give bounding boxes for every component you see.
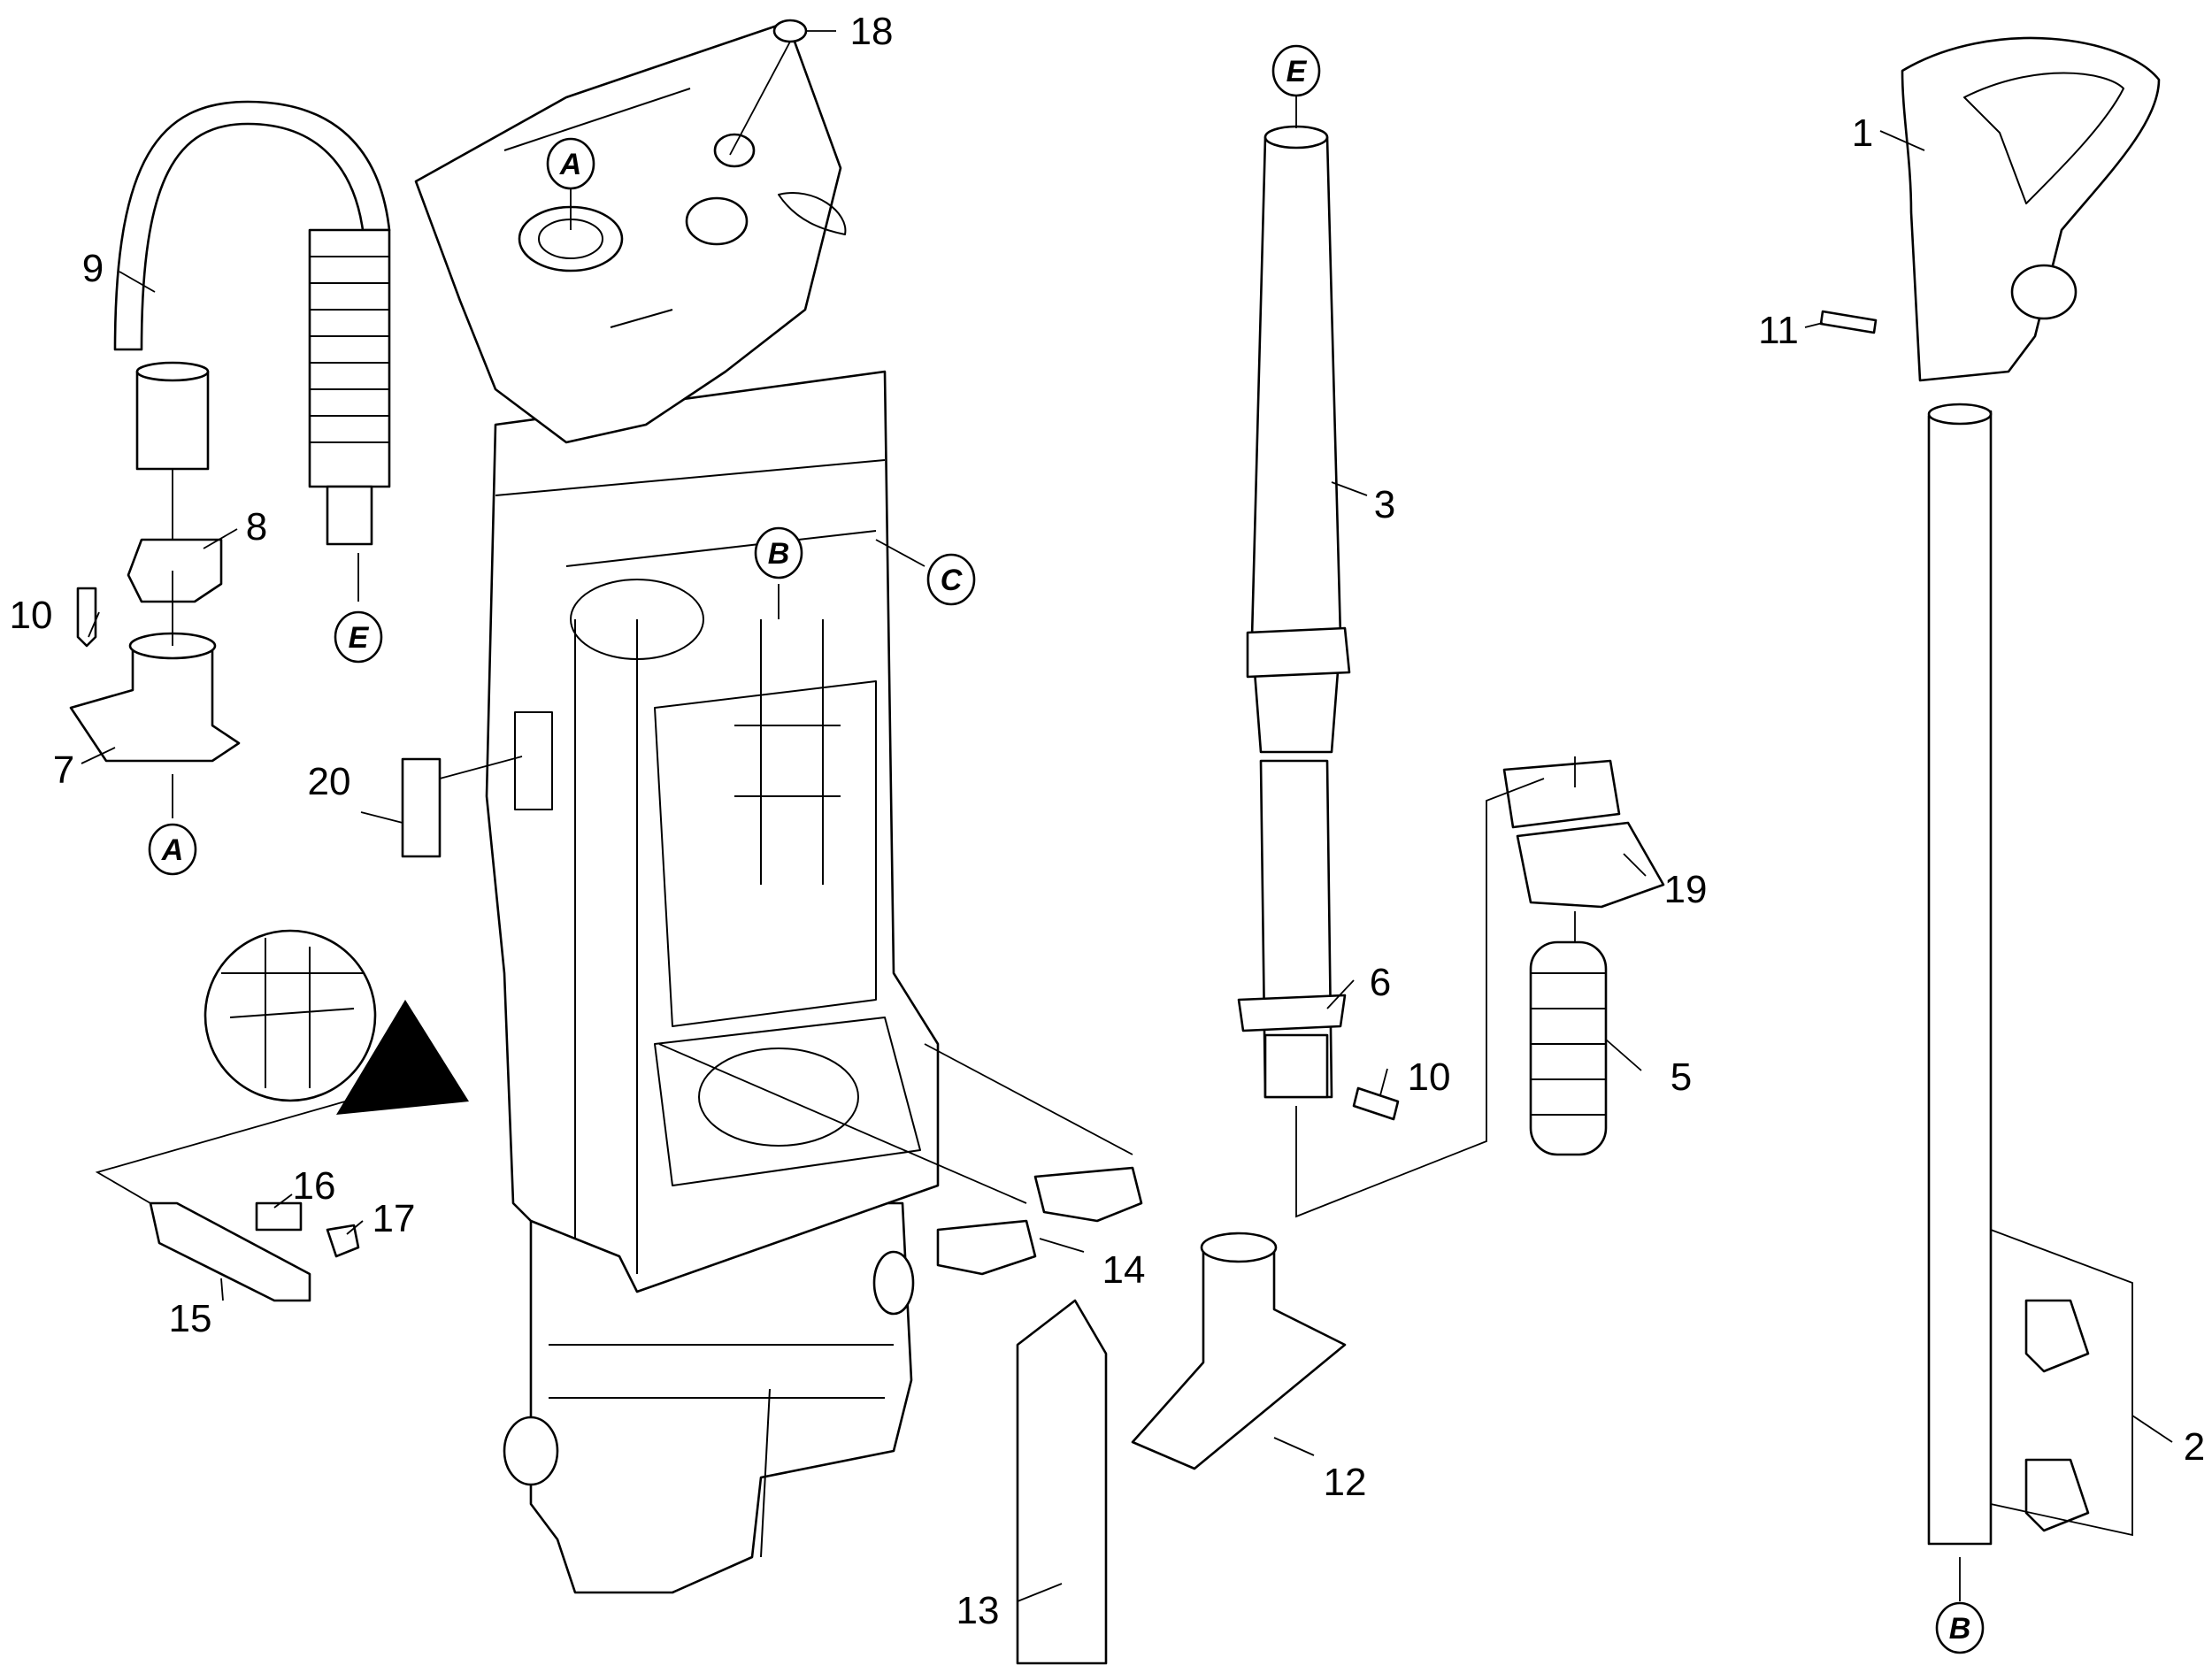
callout-10-left: 10: [10, 594, 53, 637]
hose-9: [113, 100, 391, 546]
callout-20: 20: [308, 760, 351, 803]
callout-18: 18: [850, 10, 894, 53]
floor-nozzle-12: [1131, 1232, 1347, 1470]
cap-18: [772, 19, 808, 43]
callout-11: 11: [1758, 309, 1799, 352]
handle-1: [1819, 36, 2161, 382]
callout-8: 8: [246, 505, 267, 549]
callout-10-right: 10: [1408, 1055, 1451, 1099]
label-20: [401, 757, 442, 858]
hose-5: [1529, 940, 1608, 1156]
callout-3: 3: [1374, 483, 1395, 526]
callout-19: 19: [1664, 868, 1708, 911]
callout-16: 16: [293, 1164, 336, 1208]
callout-7: 7: [53, 748, 74, 792]
callout-12: 12: [1324, 1461, 1367, 1504]
ref-e-hose: E: [349, 621, 370, 655]
clip-assembly-15-16-17: [149, 1201, 360, 1302]
callout-1: 1: [1852, 111, 1873, 155]
callout-6: 6: [1370, 961, 1391, 1004]
crevice-tool-13: [1016, 1299, 1108, 1665]
ref-b-bottom: B: [1949, 1612, 1971, 1646]
main-housing: [414, 20, 940, 1594]
inset-detail: [204, 929, 469, 1115]
leader-lines: [81, 30, 2173, 1602]
reference-markers: [148, 44, 1985, 1654]
clip-8: [127, 538, 223, 603]
screw-10-left: [76, 587, 97, 648]
ref-b-body: B: [768, 537, 790, 571]
holder-19: [1502, 759, 1665, 909]
ref-c-body: C: [941, 564, 963, 597]
callout-17: 17: [373, 1197, 416, 1240]
tube-3: [1237, 125, 1351, 1099]
ref-a-top: A: [559, 148, 582, 181]
callout-13: 13: [956, 1589, 1000, 1632]
tube-2: [1927, 403, 2133, 1546]
callout-14: 14: [1102, 1248, 1146, 1292]
ref-e-top: E: [1286, 55, 1308, 88]
clips-14: [936, 1166, 1143, 1276]
callout-2: 2: [2184, 1425, 2205, 1469]
callout-9: 9: [82, 247, 104, 290]
adapter-7: [69, 632, 241, 763]
ref-a-bottom: A: [161, 833, 184, 867]
callout-15: 15: [169, 1297, 212, 1340]
callout-5: 5: [1671, 1055, 1692, 1099]
screw-10-right: [1352, 1086, 1400, 1121]
